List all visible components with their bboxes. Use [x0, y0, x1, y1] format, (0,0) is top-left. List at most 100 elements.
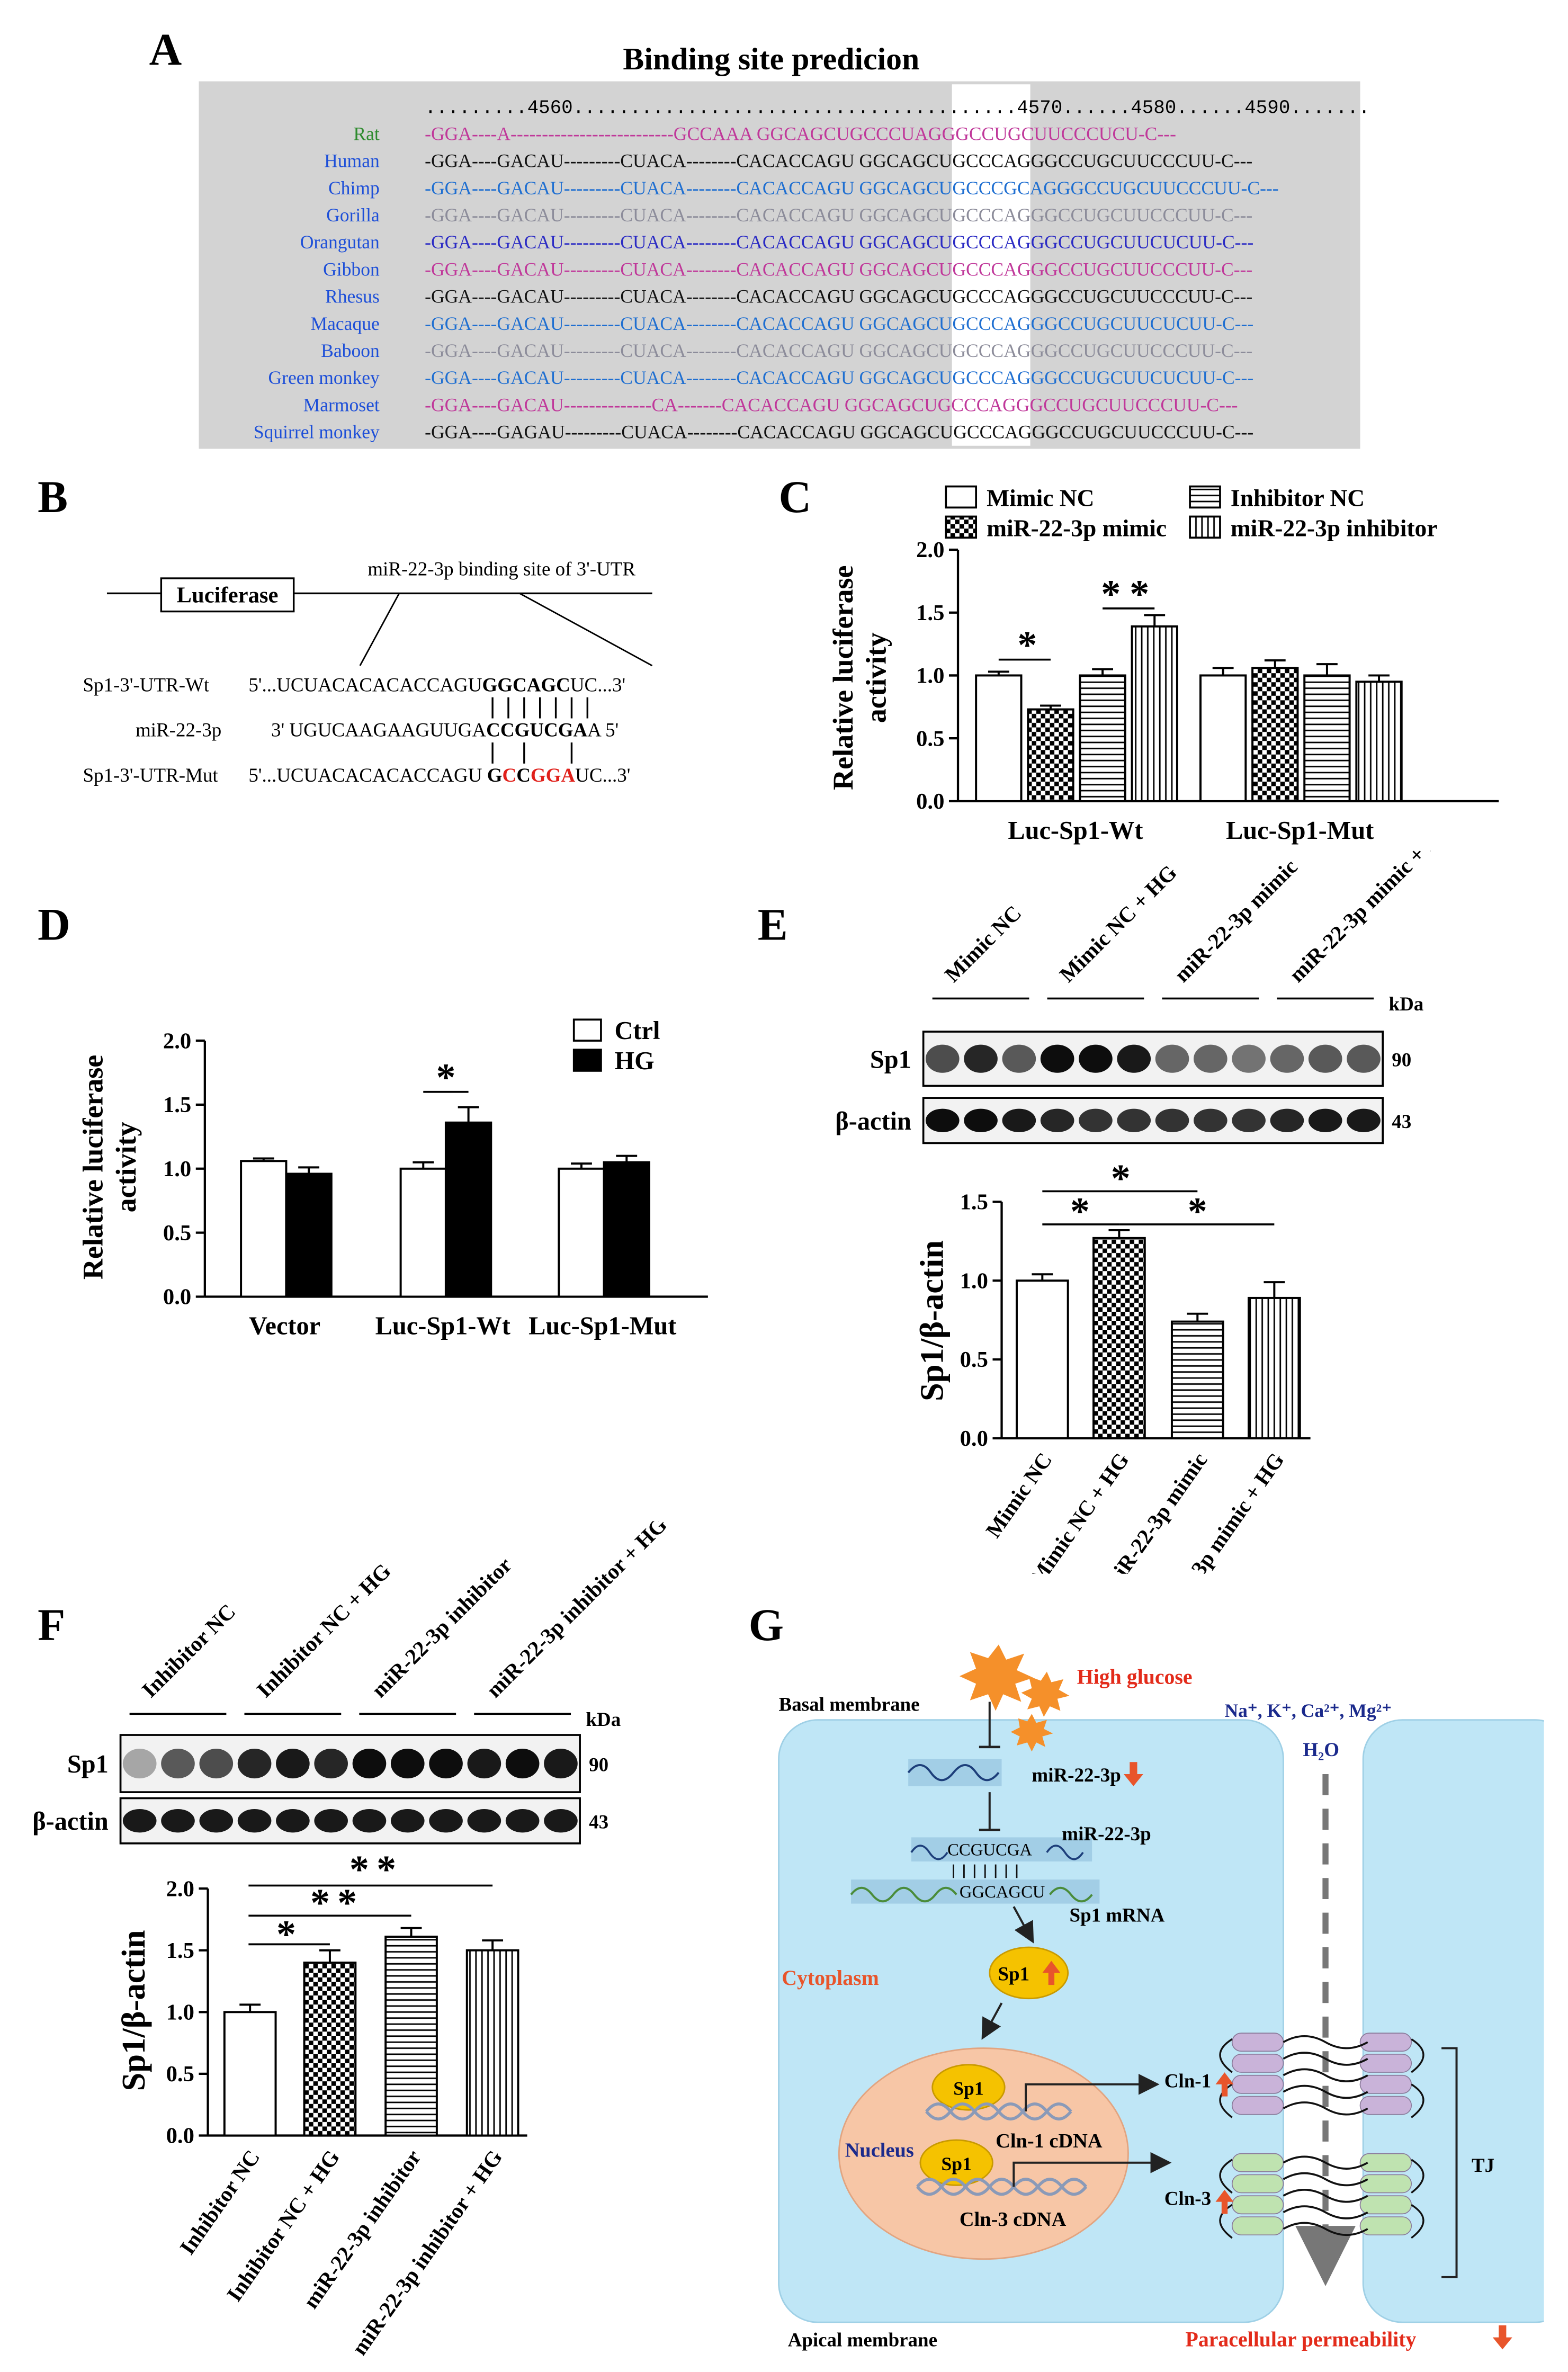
species-label: Human: [324, 150, 380, 172]
blot-row-label: β-actin: [32, 1807, 109, 1836]
species-sequence: -GGA----GACAU---------CUACA--------CACAC…: [425, 204, 1252, 226]
species-sequence: -GGA----GACAU--------------CA-------CACA…: [425, 394, 1238, 415]
apical-membrane-label: Apical membrane: [788, 2329, 937, 2351]
mir-label: miR-22-3p: [1062, 1823, 1151, 1845]
cln1-up-arrow-icon: [1215, 2072, 1234, 2097]
sig-star: *: [276, 1912, 296, 1956]
blot-band: [1117, 1108, 1151, 1132]
y-tick-label: 1.5: [916, 601, 944, 625]
pairing-ticks: [953, 1864, 1018, 1878]
legend-swatch: [945, 515, 978, 539]
x-tick-label: Mimic NC: [981, 1448, 1056, 1542]
cytoplasm-label: Cytoplasm: [782, 1966, 879, 1990]
blot-band: [314, 1748, 348, 1779]
mrna-seq-label: GGCAGCU: [960, 1883, 1045, 1902]
sp1-nuclear-2-label: Sp1: [942, 2153, 972, 2174]
blot-band: [429, 1809, 463, 1833]
sig-star: *: [1017, 623, 1037, 667]
blot-band: [1194, 1108, 1227, 1132]
blot-band: [199, 1748, 234, 1779]
junction-loop: [1411, 2159, 1424, 2194]
bar: [223, 2011, 277, 2137]
y-tick-label: 1.5: [166, 1938, 194, 1963]
claudin-segment: [1359, 2074, 1412, 2094]
blot-band: [544, 1809, 578, 1833]
junction-loop: [1219, 2083, 1233, 2118]
blot-row-label: β-actin: [835, 1107, 911, 1135]
mir-sequence: miR-22-3p 3' UGUCAAGAAGUUGACCGUCGAA 5': [136, 719, 619, 741]
blot-band: [276, 1809, 310, 1833]
ions-label: Na⁺, K⁺, Ca²⁺, Mg²⁺: [1224, 1700, 1392, 1721]
y-tick-label: 0.5: [916, 726, 944, 751]
bar: [1355, 681, 1403, 802]
y-tick-label: 1.0: [163, 1157, 191, 1181]
blot-band: [237, 1748, 272, 1779]
bar: [1015, 1279, 1069, 1439]
blot-band: [1002, 1044, 1036, 1073]
blot-band: [1155, 1044, 1189, 1073]
schematic-panel: Luciferase miR-22-3p binding site of 3'-…: [83, 542, 746, 813]
species-sequence: -GGA----GACAU---------CUACA--------CACAC…: [425, 258, 1252, 280]
bar: [1092, 1237, 1146, 1439]
blot-kda-value: 90: [589, 1753, 608, 1775]
y-tick-label: 0.5: [163, 1221, 191, 1246]
sig-star: **: [310, 1881, 364, 1924]
panel-label-e: E: [757, 900, 788, 951]
bar: [465, 1949, 519, 2137]
paracellular-label: Paracellular permeability: [1186, 2328, 1417, 2351]
claudin-segment: [1231, 2195, 1284, 2215]
blot-band: [161, 1748, 195, 1779]
high-glucose-label: High glucose: [1077, 1665, 1193, 1688]
claudin-segment: [1359, 2153, 1412, 2172]
blot-band: [237, 1809, 272, 1833]
legend-label: Mimic NC: [987, 485, 1094, 512]
blot-group-label: miR-22-3p mimic: [1169, 854, 1302, 987]
mir-seq-label: CCGUCGA: [947, 1841, 1032, 1860]
species-sequence: -GGA----GACAU---------CUACA--------CACAC…: [425, 231, 1253, 253]
alignment-title: Binding site predicion: [623, 41, 919, 76]
blot-kda-value: 90: [1392, 1049, 1411, 1070]
blot-band: [1040, 1044, 1074, 1073]
sig-star: **: [350, 1848, 404, 1891]
permeability-down-arrow-icon: [1492, 2325, 1512, 2350]
claudin-segment: [1231, 2216, 1284, 2236]
mut-pairing-lines: [491, 742, 573, 764]
panel-label-g: G: [748, 1600, 784, 1651]
seed-region-highlight: [952, 84, 1031, 446]
bar: [558, 1167, 605, 1298]
y-tick-label: 1.0: [916, 664, 944, 688]
blot-band: [1347, 1044, 1381, 1073]
claudin-segment: [1231, 2174, 1284, 2194]
junction-loop: [1219, 2038, 1233, 2073]
blot-band: [276, 1748, 310, 1779]
claudin-segment: [1231, 2074, 1284, 2094]
blot-band: [964, 1108, 998, 1132]
claudin-segment: [1359, 2174, 1412, 2194]
legend-swatch: [572, 1018, 602, 1042]
sp1-nuclear-2: [919, 2139, 993, 2186]
basal-membrane-label: Basal membrane: [779, 1694, 920, 1715]
blot-band: [505, 1748, 540, 1779]
neighbor-cell: [1362, 1719, 1544, 2323]
blot-band: [1232, 1108, 1266, 1132]
x-tick-label: Luc-Sp1-Mut: [528, 1312, 676, 1340]
blot-band: [390, 1809, 425, 1833]
blot-band: [199, 1809, 234, 1833]
y-tick-label: 0.0: [163, 1285, 191, 1310]
y-axis-label: Sp1/β-actin: [115, 1930, 152, 2091]
blot-row-label: Sp1: [67, 1750, 109, 1778]
mir-down-label: miR-22-3p: [1032, 1764, 1121, 1786]
species-sequence: -GGA----GACAU---------CUACA--------CACAC…: [425, 367, 1253, 388]
water-label: H₂O: [1303, 1739, 1339, 1760]
blot-group-label: Mimic NC + HG: [1055, 860, 1181, 987]
panel-label-f: F: [38, 1600, 66, 1651]
blot-band: [352, 1748, 387, 1779]
species-sequence: -GGA----A--------------------------GCCAA…: [425, 123, 1176, 144]
x-tick-label: Luc-Sp1-Wt: [375, 1312, 510, 1340]
base-pairing-lines: [491, 697, 589, 719]
tj-label: TJ: [1472, 2154, 1494, 2176]
alignment-ruler: .........4560...........................…: [425, 97, 1370, 119]
